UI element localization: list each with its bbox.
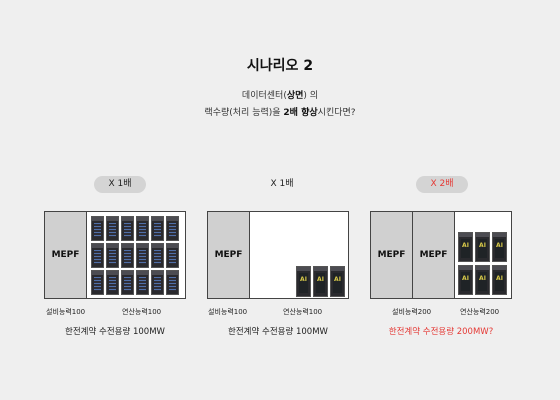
server-rack-icon: [151, 243, 164, 268]
server-rack-icon: AI: [458, 232, 473, 262]
scenario-3-facility-label: 설비능력200: [392, 308, 432, 316]
server-rack-icon: AI: [475, 265, 490, 295]
subtitle-line-2: 랙수량(처리 능력)을 2배 향상시킨다면?: [204, 108, 356, 118]
ai-chip-icon: AI: [300, 276, 307, 283]
ai-chip-icon: AI: [496, 242, 503, 249]
scenario-1-badge: X 1배: [94, 176, 146, 193]
scenario-1-datacenter: MEPF: [44, 211, 186, 299]
server-rack-icon: AI: [313, 266, 328, 297]
server-rack-icon: AI: [296, 266, 311, 297]
scenario-1-facility-label: 설비능력100: [46, 308, 86, 316]
scenario-1-compute-label: 연산능력100: [122, 308, 162, 316]
ai-chip-icon: AI: [334, 276, 341, 283]
server-rack-icon: AI: [330, 266, 345, 297]
scenario-2-datacenter: MEPF AI AI AI: [207, 211, 349, 299]
server-rack-icon: [121, 270, 134, 295]
server-rack-icon: [91, 270, 104, 295]
server-rack-icon: [166, 216, 179, 241]
scenario-3-power: 한전계약 수전용량 200MW?: [388, 327, 494, 337]
server-rack-icon: AI: [475, 232, 490, 262]
mepf-block: MEPF: [371, 212, 413, 298]
ai-chip-icon: AI: [496, 275, 503, 282]
ai-chip-icon: AI: [462, 242, 469, 249]
ai-chip-icon: AI: [317, 276, 324, 283]
server-rack-icon: [151, 216, 164, 241]
server-rack-icon: [106, 270, 119, 295]
mepf-block-2: MEPF: [413, 212, 455, 298]
server-rack-icon: [106, 243, 119, 268]
scenario-3-compute-label: 연산능력200: [460, 308, 500, 316]
page-title: 시나리오 2: [246, 58, 314, 74]
server-rack-icon: [91, 243, 104, 268]
scenario-1-power: 한전계약 수전용량 100MW: [65, 327, 165, 337]
server-rack-icon: [166, 243, 179, 268]
ai-chip-icon: AI: [479, 275, 486, 282]
server-rack-icon: [136, 270, 149, 295]
scenario-3-badge: X 2배: [416, 176, 468, 193]
server-rack-icon: AI: [492, 265, 507, 295]
server-rack-icon: [151, 270, 164, 295]
scenario-2-power: 한전계약 수전용량 100MW: [228, 327, 328, 337]
server-rack-icon: [91, 216, 104, 241]
server-rack-icon: AI: [492, 232, 507, 262]
mepf-block: MEPF: [208, 212, 250, 298]
ai-chip-icon: AI: [462, 275, 469, 282]
server-rack-icon: [166, 270, 179, 295]
ai-chip-icon: AI: [479, 242, 486, 249]
server-rack-icon: [121, 216, 134, 241]
server-rack-icon: [136, 243, 149, 268]
subtitle-line-1: 데이터센터(상면) 의: [241, 91, 319, 101]
scenario-2-facility-label: 설비능력100: [208, 308, 248, 316]
server-rack-icon: [121, 243, 134, 268]
scenario-2-badge: X 1배: [270, 179, 294, 189]
server-rack-icon: AI: [458, 265, 473, 295]
scenario-3-datacenter: MEPF MEPF AI AI AI AI AI AI: [370, 211, 512, 299]
server-rack-icon: [136, 216, 149, 241]
scenario-2-compute-label: 연산능력100: [283, 308, 323, 316]
mepf-block: MEPF: [45, 212, 87, 298]
server-rack-icon: [106, 216, 119, 241]
